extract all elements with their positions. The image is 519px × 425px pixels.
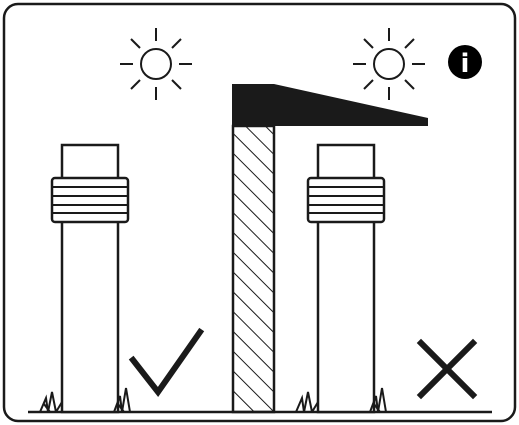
info-icon: i — [448, 45, 482, 79]
grass-icon — [295, 391, 319, 413]
vent-post-in-sun — [50, 143, 130, 414]
sun-icon — [353, 28, 425, 100]
check-icon — [128, 327, 205, 398]
sun-icon — [120, 28, 192, 100]
grass-icon — [113, 387, 131, 413]
vent-post-in-shade — [306, 143, 386, 414]
grass-icon — [369, 387, 387, 413]
wall-with-overhang — [231, 84, 428, 414]
info-glyph: i — [461, 49, 470, 79]
grass-icon — [39, 391, 63, 413]
cross-icon — [416, 338, 478, 400]
